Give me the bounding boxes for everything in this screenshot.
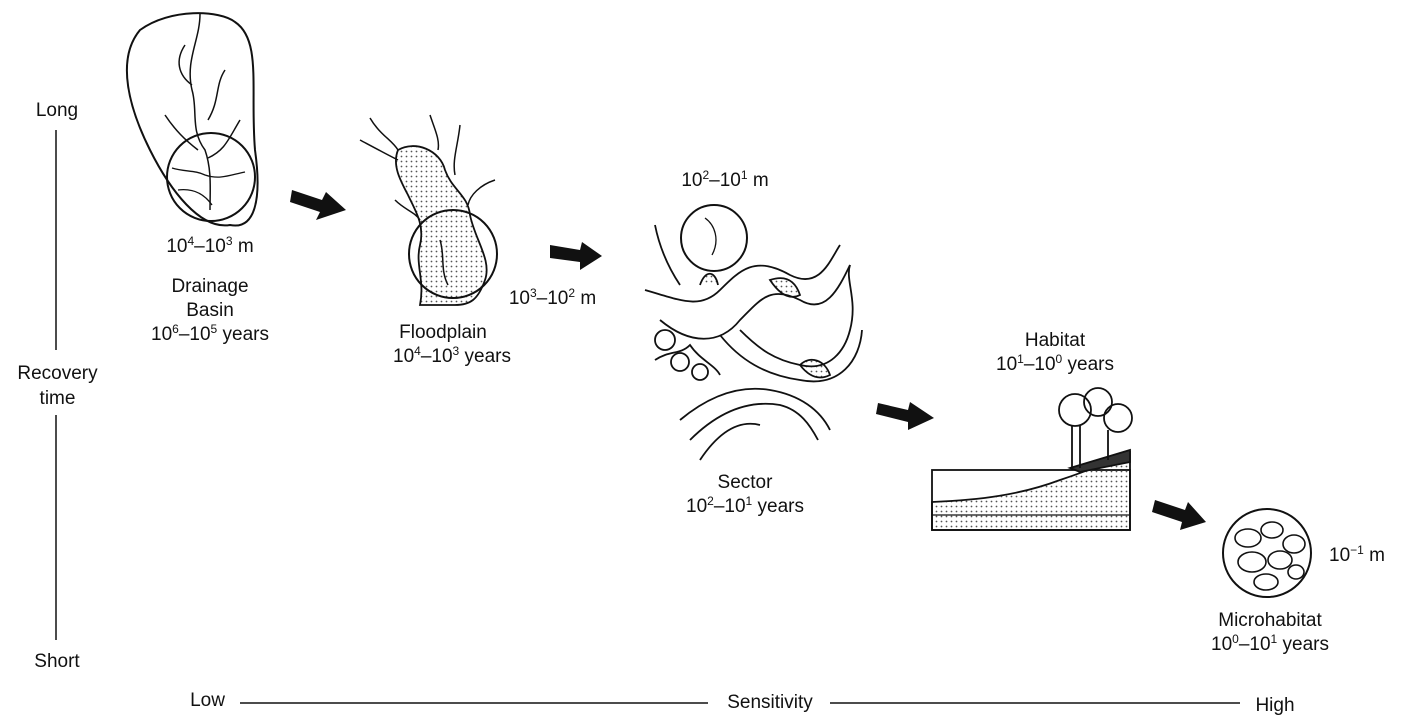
arrow-2: [550, 242, 602, 270]
sector-time-label: 102–101 years: [660, 496, 830, 518]
drainage-name-line2: Basin: [140, 300, 280, 322]
x-axis-right-label: High: [1245, 695, 1305, 717]
y-axis-title-line2: time: [5, 388, 110, 410]
floodplain-illustration: [360, 115, 497, 305]
arrow-1: [290, 190, 346, 220]
sector-scale-label: 102–101 m: [665, 170, 785, 192]
floodplain-name: Floodplain: [378, 322, 508, 344]
habitat-name: Habitat: [1000, 330, 1110, 352]
y-axis-title-line1: Recovery: [5, 363, 110, 385]
drainage-name-line1: Drainage: [140, 276, 280, 298]
floodplain-time-label: 104–103 years: [372, 346, 532, 368]
drainage-scale-label: 104–103 m: [140, 236, 280, 258]
drainage-time-label: 106–105 years: [130, 324, 290, 346]
y-axis-top-label: Long: [22, 100, 92, 122]
y-axis-bottom-label: Short: [22, 651, 92, 673]
microhabitat-name: Microhabitat: [1195, 610, 1345, 632]
arrow-4: [1152, 500, 1206, 530]
microhabitat-scale-label: 10−1 m: [1312, 545, 1402, 567]
drainage-basin-illustration: [127, 13, 258, 225]
sector-name: Sector: [695, 472, 795, 494]
x-axis-title: Sensitivity: [710, 692, 830, 714]
floodplain-scale-label: 103–102 m: [495, 288, 610, 310]
microhabitat-illustration: [1223, 509, 1311, 597]
arrow-3: [876, 402, 934, 430]
habitat-time-label: 101–100 years: [970, 354, 1140, 376]
x-axis-left-label: Low: [180, 690, 235, 712]
microhabitat-time-label: 100–101 years: [1190, 634, 1350, 656]
sector-illustration: [645, 205, 862, 460]
habitat-illustration: [932, 388, 1132, 530]
